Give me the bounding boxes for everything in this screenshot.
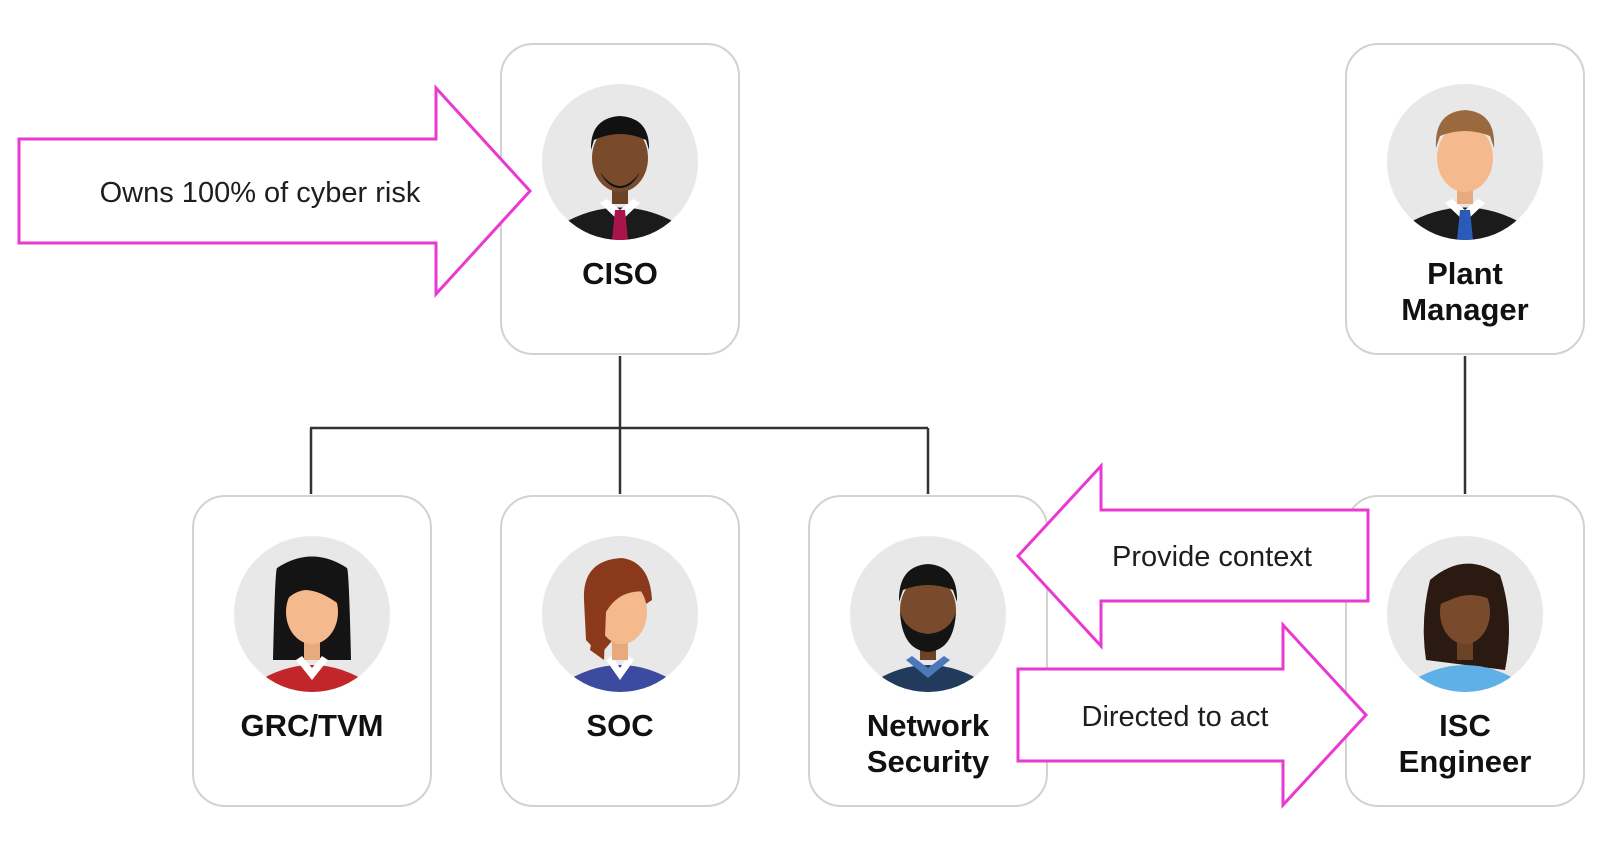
isc-engineer-label-line2: Engineer [1399, 744, 1532, 779]
ciso-label: CISO [582, 256, 658, 291]
plant-manager-label-line1: Plant [1427, 256, 1503, 291]
provide-context-arrow: Provide context [1015, 462, 1370, 650]
network-security-label-line1: Network [867, 708, 990, 743]
man-beard-blue-shirt-icon [850, 536, 1006, 692]
soc-card: SOC [500, 495, 740, 807]
network-security-card: Network Security [808, 495, 1048, 807]
plant-manager-label-line2: Manager [1401, 292, 1528, 327]
grc-tvm-card: GRC/TVM [192, 495, 432, 807]
left-arrow-shape [1015, 462, 1370, 650]
plant-manager-card: Plant Manager [1345, 43, 1585, 355]
right-arrow-shape [1016, 621, 1369, 809]
grc-tvm-label: GRC/TVM [241, 708, 384, 743]
soc-label: SOC [586, 708, 653, 743]
network-security-label-line2: Security [867, 744, 990, 779]
owns-risk-arrow: Owns 100% of cyber risk [17, 84, 533, 298]
connector-lines [309, 356, 1467, 494]
man-beard-suit-red-tie-icon [542, 84, 698, 240]
provide-context-arrow-label: Provide context [1112, 541, 1312, 573]
right-arrow-shape [17, 84, 533, 298]
owns-risk-arrow-label: Owns 100% of cyber risk [100, 177, 421, 209]
woman-dark-hair-red-top-icon [234, 536, 390, 692]
directed-to-act-arrow-label: Directed to act [1082, 701, 1269, 733]
ciso-card: CISO [500, 43, 740, 355]
directed-to-act-arrow: Directed to act [1016, 621, 1369, 809]
isc-engineer-card: ISC Engineer [1345, 495, 1585, 807]
woman-curly-hair-blue-top-icon [1387, 536, 1543, 692]
woman-auburn-hair-blazer-icon [542, 536, 698, 692]
isc-engineer-label-line1: ISC [1439, 708, 1491, 743]
